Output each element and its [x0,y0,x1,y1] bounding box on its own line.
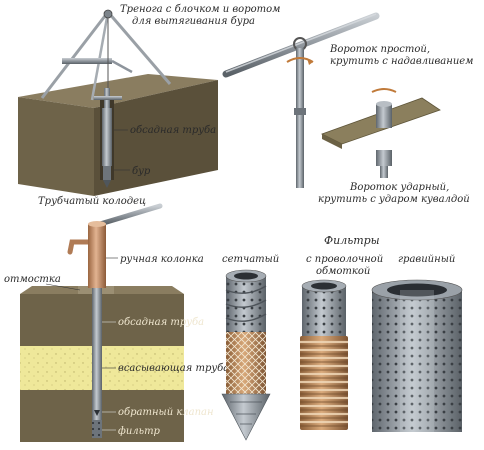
pump-label: ручная колонка [120,254,204,265]
impact-plank-edge [322,134,342,149]
leader-apron [45,283,81,291]
check-valve-label: обратный клапан [118,407,214,418]
pump-handle [97,203,163,227]
pump-spout [67,239,91,255]
tripod-title-line1: Тренога с блочком и воротом [120,4,280,15]
wire-filter-holes [302,286,346,336]
simple-handle-label-line2: крутить с надавливанием [330,56,473,67]
drill-bit [103,166,111,180]
impact-top-cap [376,101,392,107]
mesh-filter-tip-rings [230,401,262,425]
impact-handle-scene: Вороток ударный, крутить с ударом кувалд… [318,88,470,205]
tripod-drilling-scene: Тренога с блочком и воротом для вытягива… [18,4,280,196]
simple-handle-coupling [294,108,306,115]
tripod-leg-right [106,11,172,85]
gravel-filter-inner-pipe [400,290,434,432]
impact-top-fitting [376,104,392,128]
simple-handle-highlight [225,13,377,73]
impact-lower-rod [380,166,388,178]
apron-label: отмостка [4,274,61,285]
gravel-filter: гравийный [371,254,463,432]
impact-label-line1: Вороток ударный, [349,182,449,193]
tripod-drill-label: бур [132,166,151,177]
casing-pipe [102,108,112,166]
simple-handle-scene: Вороток простой, крутить с надавливанием [222,12,473,188]
wire-filter-opening [311,282,337,290]
pump-cap [88,221,106,227]
pump-body [88,224,106,288]
tube-well-scene: Трубчатый колодец ручная колонка отмостк… [4,196,229,442]
well-filter-label: фильтр [118,426,161,437]
wire-filter-label-line2: обмоткой [316,266,370,277]
well-casing-label: обсадная труба [118,317,204,328]
check-valve [94,410,100,416]
drill-handle [94,96,122,100]
gravel-filter-label: гравийный [398,254,455,265]
rotate-arrow-head-icon [307,58,313,65]
wire-wound-filter: с проволочной обмоткой [300,254,383,430]
simple-handle-rod [296,48,304,188]
winch-handle [111,59,133,74]
drill-bit-tip [103,180,111,188]
mesh-filter-holes [226,276,266,332]
suction-pipe-label: всасывающая труба [118,363,229,374]
well-filter-holes [92,420,102,438]
tripod-title-line2: для вытягивания бура [132,16,255,27]
soil-block-front [18,97,94,196]
pulley [103,9,113,19]
impact-lower-fitting [376,150,392,166]
mesh-filter: сетчатый [221,254,279,441]
mesh-filter-coil [225,285,267,322]
filters-scene: Фильтры сетчатый с проволочной обмоткой [221,234,463,441]
tripod-leg-back [90,11,110,101]
mesh-filter-label: сетчатый [222,254,279,265]
winch [62,58,112,64]
mesh-filter-opening [234,272,258,280]
soil-block-side [94,80,218,196]
wire-filter-turn-shadows [300,345,348,427]
tripod-leg-left [40,11,110,99]
tube-well-title: Трубчатый колодец [38,196,146,207]
gravel-filter-opening [387,283,447,297]
mesh-filter-tip [221,393,271,441]
tripod-casing-label: обсадная труба [130,125,216,136]
wire-filter-label-line1: с проволочной [306,254,383,265]
impact-label-line2: крутить с ударом кувалдой [318,194,470,205]
well-casing-pipe [92,288,102,428]
gravel-filter-holes [372,290,462,432]
simple-handle-label-line1: Вороток простой, [329,44,430,55]
impact-rotate-arrow-icon [371,88,397,93]
filters-title: Фильтры [324,234,380,247]
simple-handle-bar [222,12,380,78]
mesh-filter-net [226,332,266,394]
wire-filter-turns [300,340,348,424]
